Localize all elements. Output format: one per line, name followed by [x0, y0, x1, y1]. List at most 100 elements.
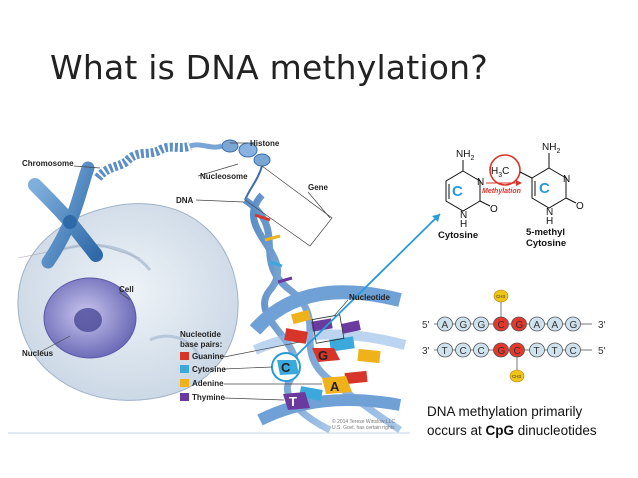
- label-cell: Cell: [119, 285, 134, 294]
- helix-letter-c: C: [281, 360, 291, 375]
- top-bead-6: [529, 316, 545, 332]
- legend-swatch-guanine: [180, 352, 189, 360]
- guanine-base: [312, 348, 340, 362]
- label-nucleosome: Nucleosome: [200, 172, 248, 181]
- copyright-line-1: © 2014 Terese Winslow LLC: [332, 418, 395, 425]
- top-base-1: A: [442, 320, 449, 331]
- legend-swatch-cytosine: [180, 365, 189, 373]
- bottom-base-4: G: [498, 346, 506, 357]
- label-nucleus: Nucleus: [22, 349, 54, 358]
- methylcytosine-structure: NH2 N N H O C 5-methyl Cytosine: [519, 142, 584, 249]
- caption-line-2-post: dinucleotides: [514, 423, 597, 438]
- caption-cpg: CpG: [485, 423, 515, 438]
- cytosine-n3: N: [477, 177, 484, 188]
- top-base-7: A: [552, 320, 559, 331]
- top-bead-8: [565, 316, 581, 332]
- top-bead-7: [547, 316, 563, 332]
- bottom-base-5: C: [514, 346, 521, 357]
- cytosine-name: Cytosine: [438, 230, 478, 241]
- cytosine-structure: NH2 N N H O C Cytosine: [438, 149, 498, 241]
- label-base-pairs-2: base pairs:: [180, 340, 222, 349]
- helix-letter-a: A: [330, 379, 340, 394]
- base-pair-legend: Guanine Cytosine Adenine Thymine: [180, 352, 226, 402]
- legend-label-thymine: Thymine: [192, 393, 225, 402]
- top-bead-3: [473, 316, 489, 332]
- caption-line-1: DNA methylation primarily: [427, 404, 583, 419]
- cytosine-ring-letter: C: [452, 183, 463, 200]
- caption: DNA methylation primarily occurs at CpG …: [427, 402, 597, 440]
- top-base-8: G: [570, 320, 578, 331]
- methylcytosine-n1: N: [546, 207, 553, 218]
- methylcytosine-ring-letter: C: [539, 180, 550, 197]
- nucleotide-box: [311, 314, 345, 344]
- helix-letter-g: G: [318, 348, 328, 363]
- methylation-arrow-label: Methylation: [482, 188, 521, 195]
- top-base-6: A: [534, 320, 541, 331]
- top-bead-1: [437, 316, 453, 332]
- legend-label-guanine: Guanine: [192, 352, 225, 361]
- top-base-2: G: [460, 320, 468, 331]
- bottom-base-1: T: [442, 346, 448, 357]
- bottom-bead-5-methylated: [509, 342, 525, 358]
- label-dna: DNA: [176, 196, 194, 205]
- strand-bottom-3prime: 3': [422, 346, 430, 357]
- top-bead-5: [511, 316, 527, 332]
- bottom-bead-2: [455, 342, 471, 358]
- bottom-bead-6: [529, 342, 545, 358]
- bottom-bead-8: [565, 342, 581, 358]
- bottom-bead-3: [473, 342, 489, 358]
- label-histone: Histone: [250, 139, 280, 148]
- cpg-strands: 5' 3' 3' 5' CH3 CH3 A G G C G A A G T C: [422, 289, 606, 383]
- label-gene: Gene: [308, 183, 329, 192]
- methylcytosine-nh2: NH2: [542, 142, 560, 155]
- top-base-3: G: [478, 320, 486, 331]
- helix-letter-t: T: [289, 394, 297, 409]
- cell-illustration: [17, 203, 239, 401]
- caption-line-2: occurs at CpG dinucleotides: [427, 421, 597, 440]
- methylcytosine-h: H: [546, 216, 553, 227]
- top-bead-2: [455, 316, 471, 332]
- cytosine-h: H: [460, 219, 467, 230]
- strand-top-5prime: 5': [422, 320, 430, 331]
- label-nucleotide: Nucleotide: [349, 293, 390, 302]
- top-base-5: G: [516, 320, 524, 331]
- methylcytosine-n3: N: [563, 174, 570, 185]
- label-base-pairs-1: Nucleotide: [180, 330, 221, 339]
- strand-top-3prime: 3': [598, 320, 606, 331]
- bottom-base-2: C: [460, 346, 467, 357]
- methyl-tag-top-text: CH3: [496, 294, 505, 299]
- page-title: What is DNA methylation?: [50, 48, 488, 87]
- bottom-base-8: C: [570, 346, 577, 357]
- legend-label-cytosine: Cytosine: [192, 365, 226, 374]
- legend-label-adenine: Adenine: [192, 379, 224, 388]
- cytosine-nh2: NH2: [456, 149, 474, 162]
- bottom-base-3: C: [478, 346, 485, 357]
- double-helix: G A T C: [242, 165, 407, 434]
- bottom-bead-4: [493, 342, 509, 358]
- strand-bottom-5prime: 5': [598, 346, 606, 357]
- legend-swatch-thymine: [180, 393, 189, 401]
- methylcytosine-o: O: [576, 201, 584, 212]
- legend-swatch-adenine: [180, 379, 189, 387]
- adenine-base: [322, 376, 352, 394]
- methyl-tag-bottom-text: CH3: [512, 374, 521, 379]
- cytosine-n1: N: [460, 210, 467, 221]
- top-base-4: C: [498, 320, 505, 331]
- copyright-line-2: U.S. Govt. has certain rights: [332, 425, 395, 431]
- bottom-base-7: T: [552, 346, 558, 357]
- bottom-bead-7: [547, 342, 563, 358]
- thymine-base: [283, 392, 310, 410]
- cytosine-o: O: [490, 204, 498, 215]
- bottom-base-6: T: [534, 346, 540, 357]
- methylation-pointer-arrow: [295, 213, 441, 357]
- caption-line-2-pre: occurs at: [427, 423, 486, 438]
- methyl-tag-top: [493, 289, 509, 303]
- methylcytosine-name-2: Cytosine: [526, 238, 566, 249]
- label-chromosome: Chromosome: [22, 159, 74, 168]
- methyl-h3c: H3C: [491, 166, 509, 179]
- top-bead-4-methylated: [493, 316, 509, 332]
- methyl-group-circle: [489, 154, 521, 186]
- methylcytosine-name-1: 5-methyl: [526, 227, 565, 238]
- chromatin-coil: [94, 139, 271, 201]
